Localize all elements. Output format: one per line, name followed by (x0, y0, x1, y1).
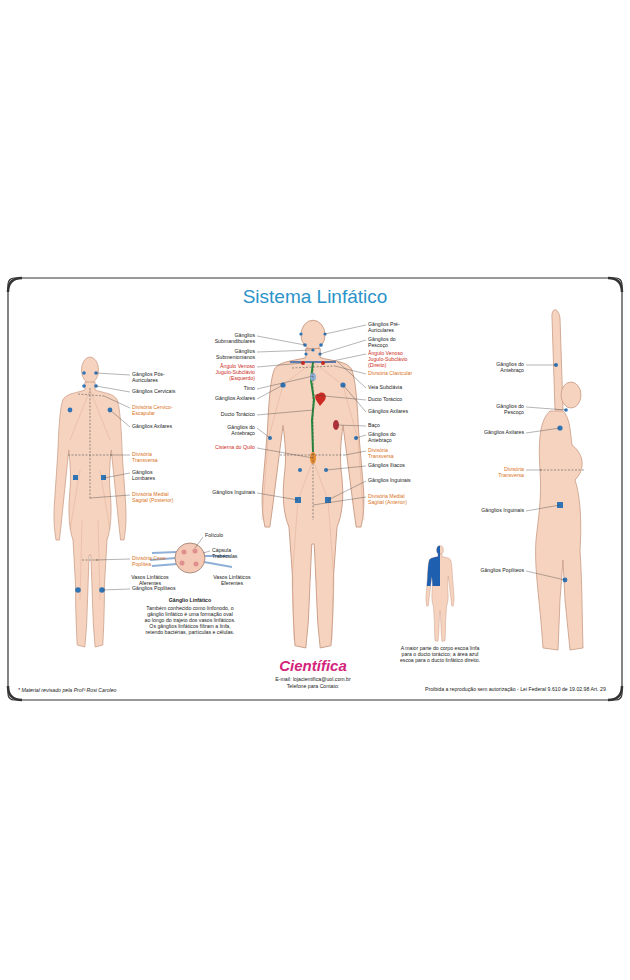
frame (8, 278, 622, 700)
node-label: Ducto Torácico (368, 397, 414, 403)
node-label: Gânglios do Antebraço (368, 432, 414, 444)
division-line (68, 388, 112, 560)
leader-line (90, 325, 566, 590)
heart (315, 392, 326, 406)
node-label: Folículo (205, 533, 245, 539)
node-label: Timo (209, 386, 255, 392)
node-label: Gânglios Ilíacos (368, 463, 414, 469)
node-label: Vasos Linfáticos Eferentes (212, 575, 252, 587)
drainage-figure (426, 546, 454, 642)
node-label: Gânglios do Pescoço (368, 337, 414, 349)
poster-title: Sistema Linfático (0, 286, 630, 309)
node-label: Gânglios do Antebraço (209, 425, 255, 437)
node-label: Gânglio Linfático (155, 598, 225, 604)
node-label: Baço (368, 423, 414, 429)
node-label: Gânglios do Antebraço (480, 362, 524, 374)
caption-text: Também conhecido como linfonodo, o gângl… (144, 606, 236, 636)
node-label: Gânglios Axilares (368, 409, 414, 415)
division-label: Divisória Medial Sagital (Posterior) (132, 492, 176, 504)
node-label: Ducto Torácico (209, 412, 255, 418)
body-back (54, 357, 126, 647)
division-label: Divisória Cervico-Escapular (132, 405, 176, 417)
lymph-node (268, 332, 358, 503)
logo: Científica (258, 658, 368, 675)
node-label: Gânglios Pós-Auriculares (132, 372, 176, 384)
node-label: Gânglios Lombares (132, 470, 176, 482)
node-label: Gânglios Axilares (480, 430, 524, 436)
division-line (540, 470, 584, 471)
body-side (536, 310, 584, 650)
node-label: Gânglios Submandibulares (209, 333, 255, 345)
organ-label: Cisterna do Quilo (209, 445, 255, 451)
caption-text: A maior parte do corpo escoa linfa para … (398, 646, 482, 664)
contact-text: Telefone para Contato: (248, 684, 378, 690)
node-label: Gânglios Poplíteos (480, 568, 524, 574)
node-label: Gânglios Pré-Auriculares (368, 322, 414, 334)
node-label: Gânglios Axilares (132, 424, 176, 430)
node-label: Gânglios Axilares (209, 396, 255, 402)
organ-label: Ângulo Venoso Jugulo-Subclávio (Direito) (368, 351, 414, 369)
lymph-node (554, 363, 568, 582)
contact-text: E-mail: lojacientifica@uol.com.br (248, 677, 378, 683)
node-label: Vasos Linfáticos Aferentes (130, 575, 170, 587)
node-label: Gânglios do Pescoço (480, 404, 524, 416)
division-line (280, 362, 346, 520)
division-label: Divisória Medial Sagital (Anterior) (368, 494, 414, 506)
node-label: Gânglios Inguinais (480, 508, 524, 514)
node-label: Gânglios Cervicais (132, 389, 176, 395)
frame-corner (8, 278, 622, 700)
node-label: Gânglios Submentonianos (209, 349, 255, 361)
division-label: Divisória Transversa (480, 467, 524, 479)
footer-note: * Material revisado pela Profª Rosi Caro… (18, 688, 178, 694)
division-label: Divisória Transversa (132, 452, 176, 464)
node-label: Gânglios Inguinais (209, 490, 255, 496)
node-label: Veia Subclávia (368, 385, 414, 391)
division-label: Divisória Transversa (368, 448, 414, 460)
node-label: Cápsula Trabéculas (212, 548, 252, 560)
division-label: Divisória Coxo-Poplítea (132, 556, 176, 568)
node-label: Gânglios Inguinais (368, 478, 414, 484)
division-label: Divisória Clavicular (368, 371, 414, 377)
node-label: Gânglios Poplíteos (132, 586, 176, 592)
organ-label: Ângulo Venoso Jugulo-Subclávio (Esquerdo… (209, 364, 255, 382)
footer-note: Proibida a reprodução sem autorização - … (425, 687, 615, 693)
